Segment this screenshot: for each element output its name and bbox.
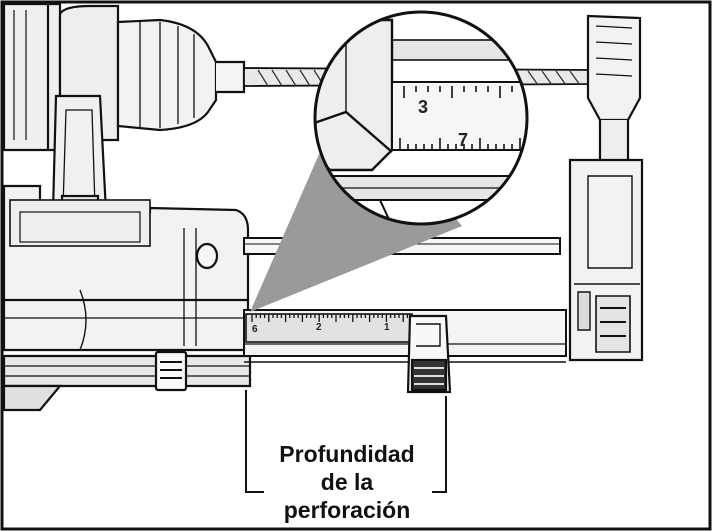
ruler-label-1: 1	[384, 322, 390, 333]
magnified-scale-label-3: 3	[418, 97, 428, 117]
magnified-scale-label-7: 7	[458, 130, 468, 150]
depth-stop-slider	[406, 314, 452, 394]
caption-line-2: de la	[321, 469, 374, 495]
depth-dimension-bracket	[245, 390, 447, 493]
caption-line-1: Profundidad	[279, 441, 414, 467]
caption-line-3: perforación	[284, 497, 411, 523]
magnifier-rim	[313, 10, 529, 226]
depth-ruler: 6 2 1	[245, 313, 413, 343]
ruler-label-6: 6	[252, 324, 258, 335]
ruler-label-2: 2	[316, 322, 322, 333]
depth-caption: Profundidad de la perforación	[279, 441, 414, 523]
dust-collector	[568, 14, 644, 362]
lower-housing	[2, 184, 252, 412]
